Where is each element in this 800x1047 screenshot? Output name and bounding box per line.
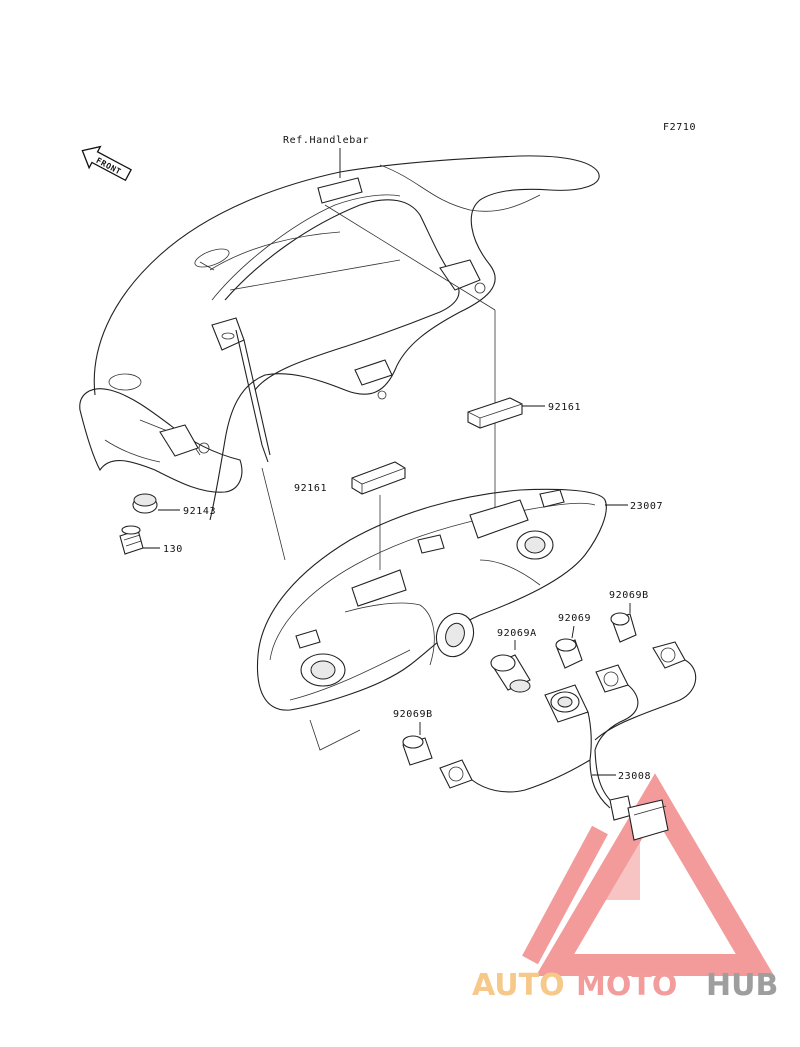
label-92069B-lower: 92069B [393,709,433,720]
bulb-92069B-top [610,612,637,643]
guide-line [261,467,286,561]
bulb-92069A [490,654,531,693]
guide-line [324,204,496,311]
watermark-auto: AUTO [472,968,565,1003]
rubber-pad-left [351,461,406,495]
label-92143: 92143 [183,506,216,517]
headlight-assembly [256,488,607,751]
wiring-harness [439,641,697,841]
label-92069A: 92069A [497,628,537,639]
label-92161-upper: 92161 [548,402,581,413]
watermark-moto: MOTO [576,968,677,1003]
reference-label: Ref.Handlebar [283,135,369,146]
label-23007: 23007 [630,501,663,512]
grommet [132,493,158,514]
watermark-triangle-icon [522,773,775,976]
watermark-hub: HUB [706,968,778,1003]
label-92069: 92069 [558,613,591,624]
label-92069B-top: 92069B [609,590,649,601]
bulb-92069 [555,638,583,669]
watermark-logo: AUTO MOTO HUB [472,968,778,1003]
front-cowl [79,155,600,521]
label-23008: 23008 [618,771,651,782]
front-arrow: FRONT [81,145,132,182]
bulb-92069B-lower [402,735,433,766]
rubber-pad-upper [467,397,523,429]
label-92161-left: 92161 [294,483,327,494]
label-130: 130 [163,544,183,555]
leader-92069 [571,625,575,639]
bolt [119,525,144,555]
figure-code: F2710 [663,122,696,133]
arrow-icon [81,145,132,182]
